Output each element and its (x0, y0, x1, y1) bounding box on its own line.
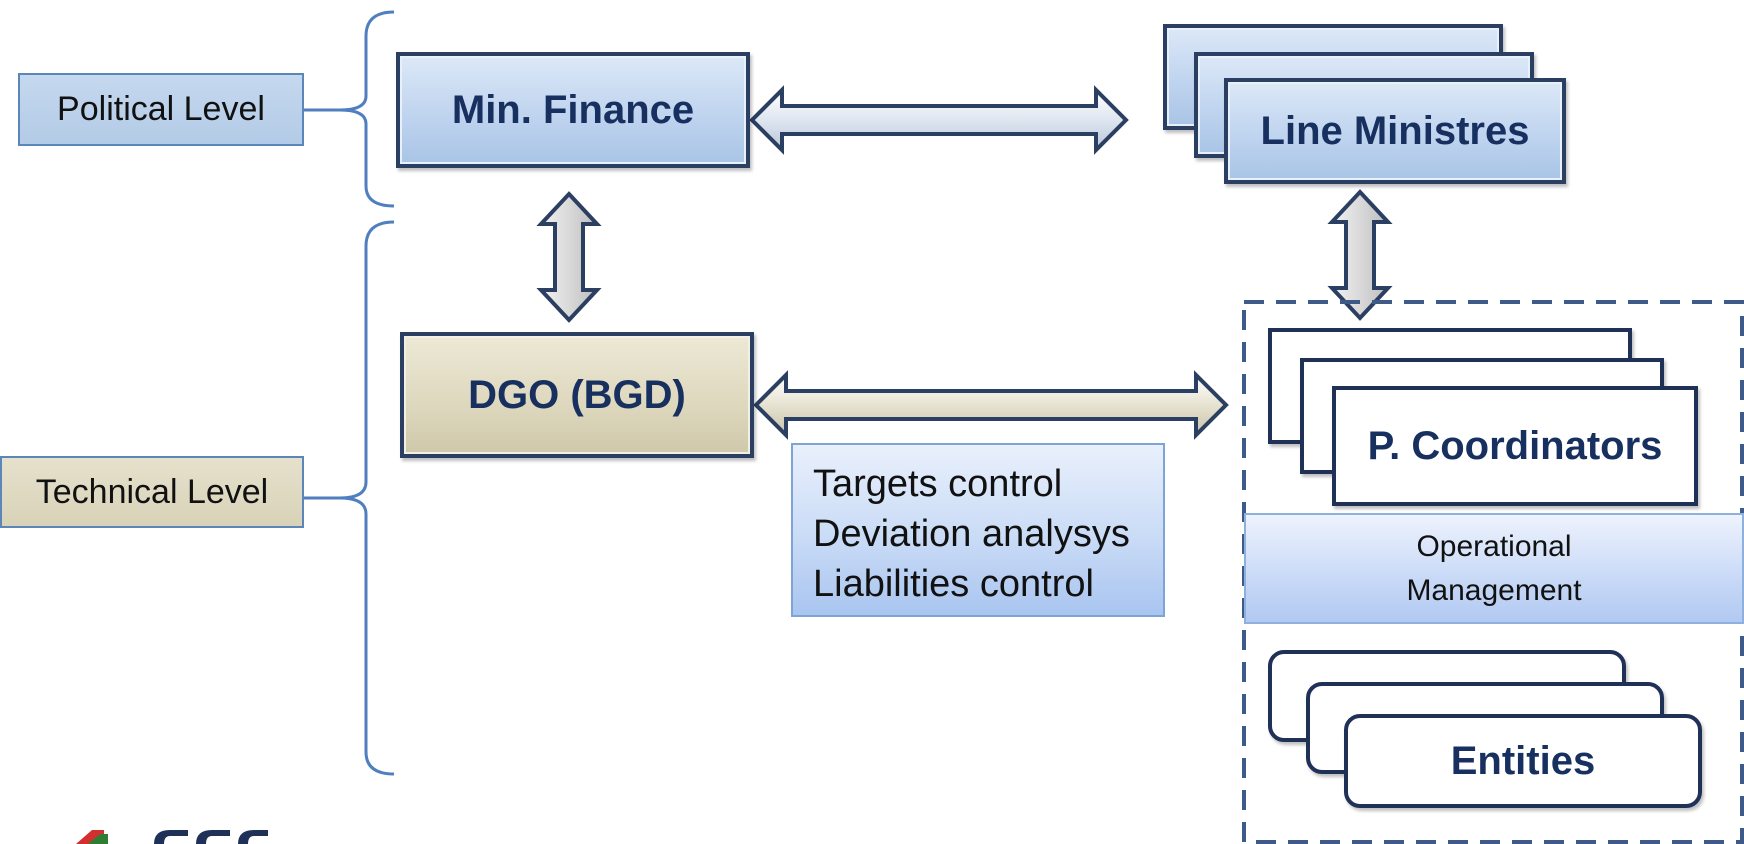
operational-line-2: Management (1406, 573, 1582, 607)
line-ministres-label: Line Ministres (1260, 108, 1530, 153)
operational-line-1: Operational (1416, 529, 1572, 563)
info-line-liabilities: Liabilities control (813, 563, 1094, 605)
technical-level-text: Technical Level (35, 472, 269, 511)
technical-level-label: Technical Level (0, 456, 304, 528)
finance-ministries-arrow (749, 85, 1129, 155)
ministries-coordinators-arrow (1327, 189, 1393, 321)
min-finance-box: Min. Finance (396, 52, 750, 168)
operational-management-band: Operational Management (1244, 513, 1744, 624)
operational-management-text: Operational Management (1406, 525, 1581, 613)
political-bracket (339, 10, 395, 208)
min-finance-label: Min. Finance (451, 87, 695, 132)
dgo-coordinators-arrow (753, 370, 1229, 440)
info-line-deviation: Deviation analysys (813, 513, 1130, 555)
dgo-label: DGO (BGD) (468, 372, 686, 417)
info-line-targets: Targets control (813, 463, 1063, 505)
political-level-text: Political Level (57, 90, 265, 128)
control-functions-box: Targets control Deviation analysys Liabi… (791, 443, 1165, 617)
line-ministres-box: Line Ministres (1224, 78, 1566, 184)
p-coordinators-box: P. Coordinators (1332, 386, 1698, 506)
dgo-box: DGO (BGD) (400, 332, 754, 458)
p-coordinators-label: P. Coordinators (1367, 423, 1663, 468)
institution-logo-icon (76, 830, 268, 844)
technical-bracket (339, 220, 395, 776)
finance-dgo-arrow (536, 191, 602, 323)
political-level-label: Political Level (18, 73, 304, 146)
entities-box: Entities (1344, 714, 1702, 808)
entities-label: Entities (1450, 738, 1596, 783)
